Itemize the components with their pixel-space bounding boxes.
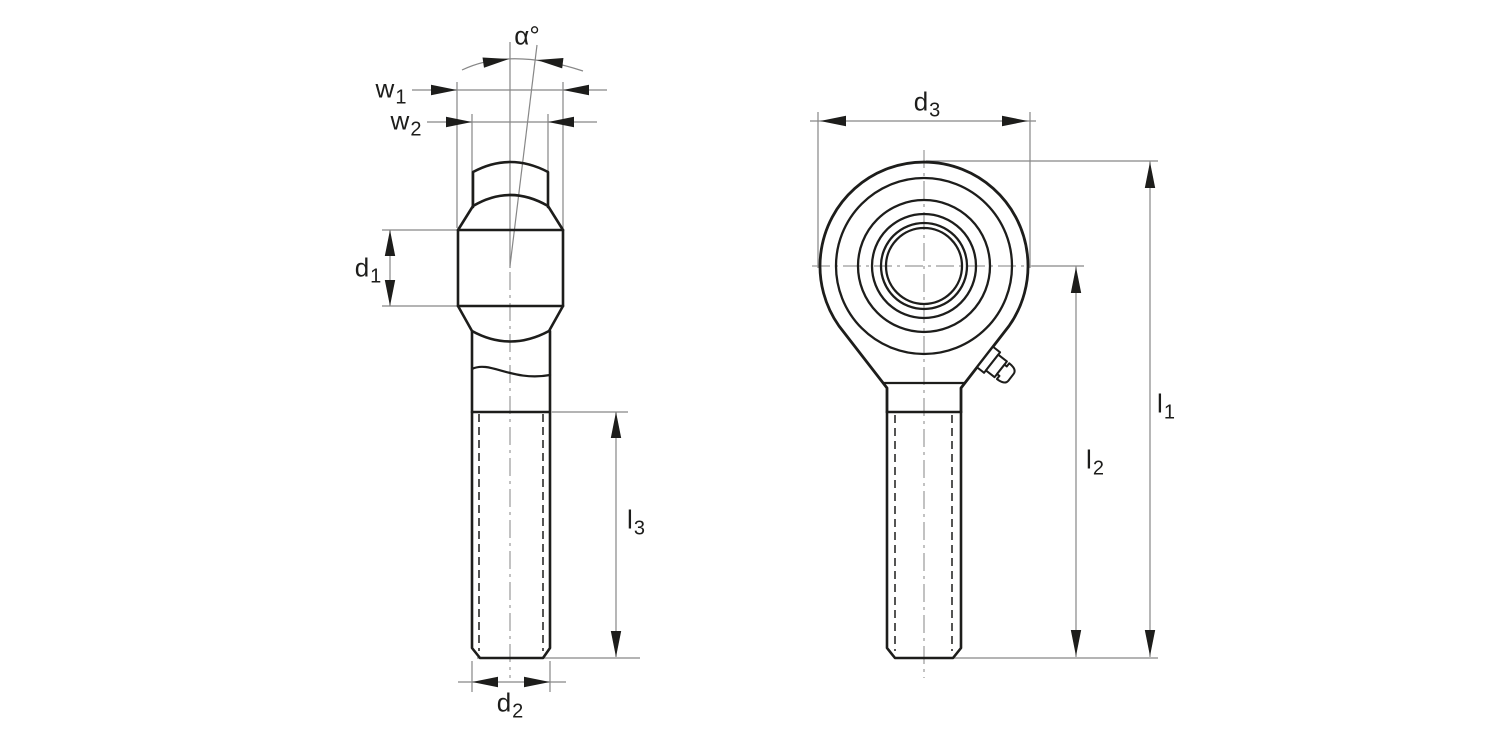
label-w2: w2	[390, 105, 422, 141]
label-d2: d2	[496, 687, 524, 723]
ball-ring	[856, 198, 992, 334]
grease-nipple-head	[995, 362, 1016, 384]
thread-runout-line	[470, 365, 552, 378]
grease-nipple	[975, 345, 1016, 384]
label-w1: w1	[375, 73, 407, 109]
label-l1: l1	[1157, 388, 1175, 424]
label-alpha: α°	[514, 20, 540, 51]
bore-ring	[884, 226, 964, 306]
front-shank-outline	[885, 410, 963, 660]
ball-bottom-arc	[456, 304, 565, 343]
alpha-tilted-line	[509, 44, 538, 267]
alpha-arc	[461, 58, 584, 72]
dimension-d1	[382, 229, 457, 307]
dimension-alpha	[461, 42, 584, 268]
thread-core-lines	[478, 414, 953, 651]
label-l3: l3	[627, 504, 645, 540]
housing-outline	[818, 160, 1030, 414]
head-outline	[456, 228, 565, 308]
housing-inner-ring	[834, 176, 1014, 356]
dimension-l1	[897, 160, 1158, 659]
dimension-w2	[427, 114, 597, 206]
ball-chamfer-ring	[870, 212, 978, 320]
label-d1: d1	[354, 252, 382, 288]
front-view	[818, 160, 1030, 660]
label-d3: d3	[913, 86, 941, 122]
dimension-l2	[1032, 265, 1084, 657]
dimension-d3	[810, 112, 1036, 268]
label-l2: l2	[1086, 444, 1104, 480]
ball-top-arc	[456, 193, 565, 232]
threaded-shank-outline	[470, 329, 552, 660]
dimension-l3	[477, 411, 640, 659]
grease-nipple-collar	[975, 345, 1002, 374]
grease-nipple-hex	[984, 353, 1008, 379]
ball-boss-outline	[471, 160, 550, 209]
side-view	[456, 160, 565, 660]
bore-chamfer-ring	[879, 221, 969, 311]
